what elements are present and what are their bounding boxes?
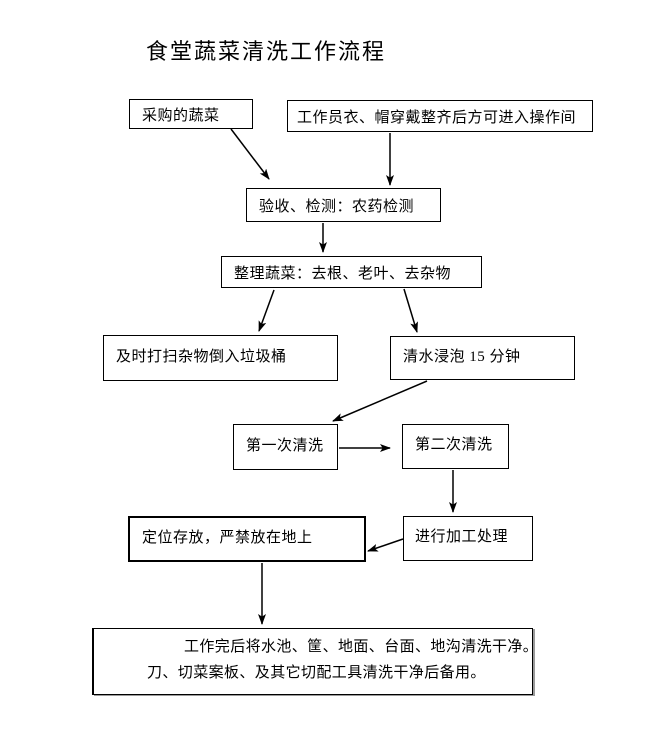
flow-node-label: 第一次清洗: [246, 437, 324, 454]
flow-node-label: 第二次清洗: [415, 437, 493, 453]
flow-node-storage: 定位存放，严禁放在地上: [128, 516, 366, 562]
flow-node-soak: 清水浸泡 15 分钟: [390, 336, 575, 380]
flow-node-first-wash: 第一次清洗: [233, 424, 338, 470]
flow-node-inspection: 验收、检测：农药检测: [246, 188, 441, 222]
flow-node-label: 进行加工处理: [415, 529, 509, 545]
flow-node-processing: 进行加工处理: [403, 516, 533, 561]
flow-node-label: 采购的蔬菜: [142, 107, 220, 124]
final-cleanup-line-2: 刀、切菜案板、及其它切配工具清洗干净后备用。: [147, 665, 486, 681]
flow-node-label: 验收、检测：农药检测: [259, 198, 415, 215]
flow-node-trash-disposal: 及时打扫杂物倒入垃圾桶: [103, 335, 338, 381]
final-cleanup-line-1: 工作完后将水池、筐、地面、台面、地沟清洗干净。: [184, 639, 539, 655]
arrow-sorting-to-trash: [258, 289, 275, 332]
flow-node-label: 工作员衣、帽穿戴整齐后方可进入操作间: [297, 109, 577, 126]
page-title: 食堂蔬菜清洗工作流程: [146, 39, 387, 64]
flow-node-label: 及时打扫杂物倒入垃圾桶: [116, 348, 287, 365]
flow-node-label: 清水浸泡 15 分钟: [403, 348, 521, 365]
flow-node-dress-code: 工作员衣、帽穿戴整齐后方可进入操作间: [287, 100, 593, 132]
flow-node-second-wash: 第二次清洗: [402, 424, 509, 469]
flow-node-label: 定位存放，严禁放在地上: [142, 529, 313, 546]
flow-node-purchased-vegetables: 采购的蔬菜: [129, 99, 253, 129]
flow-node-final-cleanup: 工作完后将水池、筐、地面、台面、地沟清洗干净。 刀、切菜案板、及其它切配工具清洗…: [92, 628, 539, 695]
arrow-processing-to-storage: [367, 538, 404, 552]
arrow-sorting-to-soak: [403, 288, 418, 333]
arrow-purchased-to-inspection: [230, 128, 270, 180]
flow-node-label: 整理蔬菜：去根、老叶、去杂物: [234, 265, 452, 282]
flow-node-sorting: 整理蔬菜：去根、老叶、去杂物: [221, 256, 482, 288]
arrow-soak-to-first-wash: [332, 380, 428, 422]
